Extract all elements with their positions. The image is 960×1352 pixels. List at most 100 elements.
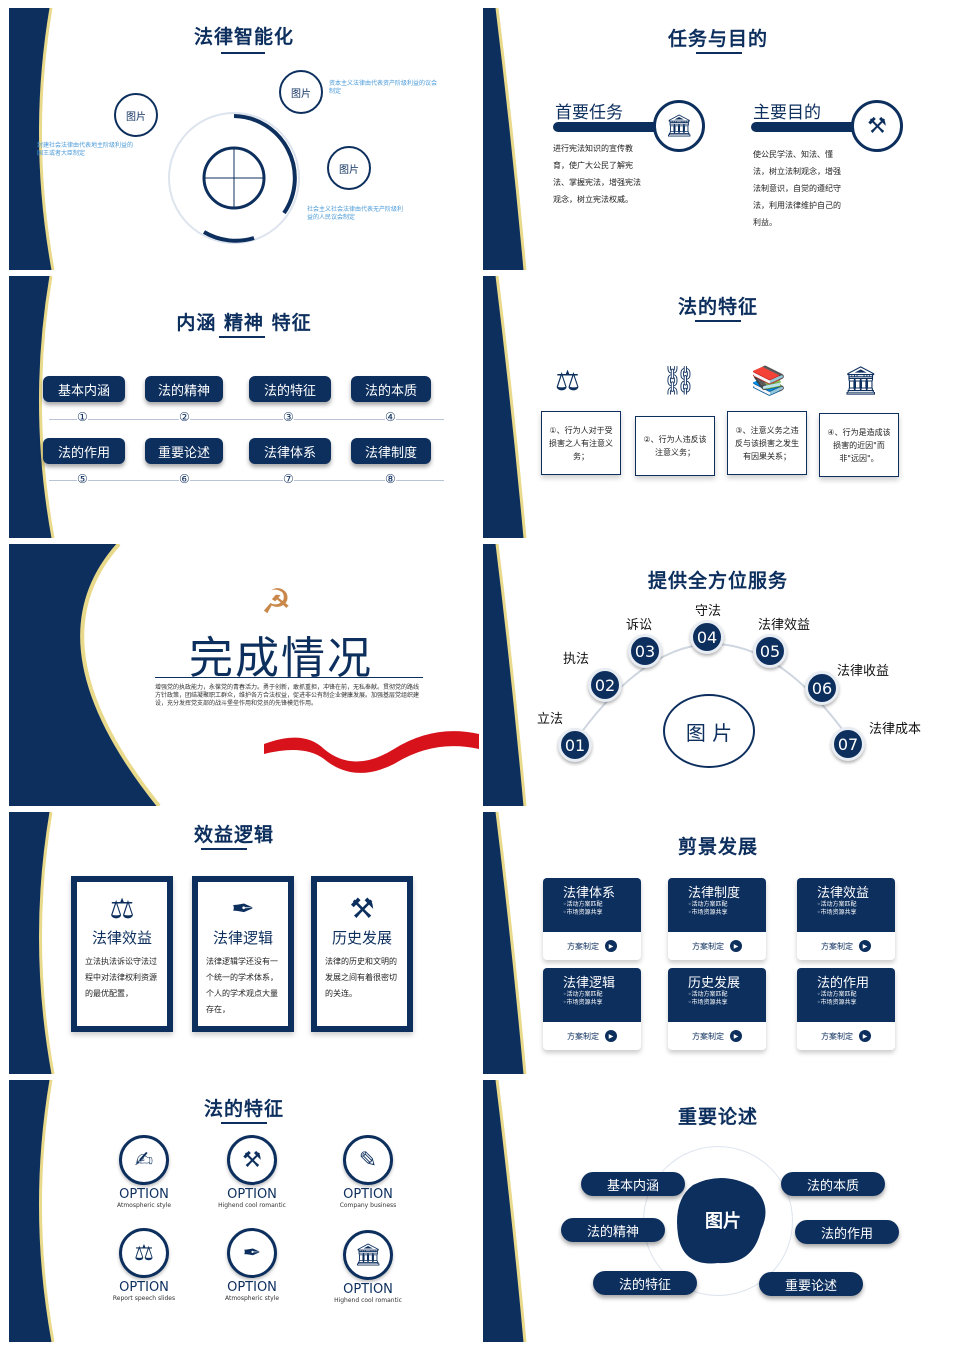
step-circle[interactable]: 04 <box>690 620 724 654</box>
card-heading: 法律效益 <box>817 886 870 901</box>
step-label: 守法 <box>695 604 722 619</box>
slide-8[interactable]: 剪景发展 法律体系 ◦活动方案匹配 ◦市场资源共享 方案制定 ▶ 法律制度 ◦活… <box>483 812 953 1074</box>
topic-pill[interactable]: 法的作用 <box>795 1220 899 1244</box>
item-pill[interactable]: 法律体系 <box>249 438 331 464</box>
plan-card: 法律效益 ◦活动方案匹配 ◦市场资源共享 方案制定 ▶ <box>797 878 895 960</box>
slide-5[interactable]: ☭ 完成情况 增强党的执政能力，永葆党的青春活力。勇于创新，敢抓重担，冲锋在前，… <box>9 544 479 806</box>
plan-button-label: 方案制定 <box>567 941 599 951</box>
item-pill[interactable]: 法的作用 <box>43 438 125 464</box>
title-underline <box>201 848 247 850</box>
step-number: ⑦ <box>283 472 294 486</box>
card-header: 法律体系 ◦活动方案匹配 ◦市场资源共享 <box>543 878 641 932</box>
card-heading: 法律效益 <box>91 929 152 947</box>
plan-button[interactable]: 方案制定 ▶ <box>543 1022 641 1050</box>
card-heading: 历史发展 <box>331 929 392 947</box>
play-icon: ▶ <box>859 940 871 952</box>
step-circle[interactable]: 07 <box>831 727 865 761</box>
option-item: ⚖ OPTION Report speech slides <box>99 1228 189 1302</box>
card-heading: 法律体系 <box>563 886 616 901</box>
step-label: 法律效益 <box>758 618 811 633</box>
topic-pill[interactable]: 法的特征 <box>593 1271 697 1295</box>
plan-button[interactable]: 方案制定 ▶ <box>797 1022 895 1050</box>
slide-2[interactable]: 任务与目的 首要任务 🏛 进行宪法知识的宣传教育，使广大公民了解宪法、掌握宪法，… <box>483 8 953 270</box>
step-circle[interactable]: 05 <box>753 634 787 668</box>
scale-icon: ⚖ <box>119 1228 169 1278</box>
option-subtitle: Atmospheric style <box>116 1202 172 1209</box>
card-line: ◦市场资源共享 <box>563 999 603 1006</box>
pen-icon: ✎ <box>343 1135 393 1185</box>
page-title: 效益逻辑 <box>193 824 274 846</box>
topic-pill[interactable]: 法的本质 <box>781 1172 885 1196</box>
option-item: 🏛 OPTION Highend cool romantic <box>323 1230 413 1304</box>
slide-4[interactable]: 法的特征 ⚖ ⛓ 📚 🏛 ①、行为人对于受损害之人有注意义务； ②、行为人违反该… <box>483 276 953 538</box>
plan-button[interactable]: 方案制定 ▶ <box>668 932 766 960</box>
plan-button[interactable]: 方案制定 ▶ <box>668 1022 766 1050</box>
step-circle[interactable]: 02 <box>588 668 622 702</box>
step-circle[interactable]: 06 <box>805 671 839 705</box>
option-item: ⚒ OPTION Highend cool romantic <box>207 1135 297 1209</box>
slide-1[interactable]: 法律智能化 图片 图片 图片 资本主义法律由代表资产阶级利益的议会制定 封建社会… <box>9 8 479 270</box>
courthouse-icon: 🏛 <box>843 364 879 397</box>
feature-card: ③、注意义务之违反与该损害之发生有因果关系； <box>727 411 807 475</box>
step-number: ⑧ <box>385 472 396 486</box>
card-line: ◦活动方案匹配 <box>688 991 728 998</box>
plan-card: 法的作用 ◦活动方案匹配 ◦市场资源共享 方案制定 ▶ <box>797 968 895 1050</box>
item-pill[interactable]: 基本内涵 <box>43 376 125 402</box>
item-pill[interactable]: 法的特征 <box>249 376 331 402</box>
card-heading: 法律逻辑 <box>212 929 273 947</box>
card-header: 法律逻辑 ◦活动方案匹配 ◦市场资源共享 <box>543 968 641 1022</box>
books-icon: 📚 <box>751 364 786 397</box>
card-line: ◦活动方案匹配 <box>563 991 603 998</box>
plan-button[interactable]: 方案制定 ▶ <box>797 932 895 960</box>
card-line: ◦市场资源共享 <box>817 909 857 916</box>
topic-pill[interactable]: 重要论述 <box>759 1272 863 1296</box>
step-circle[interactable]: 01 <box>558 728 592 762</box>
slide-3[interactable]: 内涵 精神 特征 基本内涵 法的精神 法的特征 法的本质 法的作用 重要论述 法… <box>9 276 479 538</box>
title-underline <box>695 320 741 322</box>
step-circle[interactable]: 03 <box>628 634 662 668</box>
option-subtitle: Highend cool romantic <box>218 1202 286 1209</box>
card-text: 法律的历史和文明的发展之间有着很密切的关连。 <box>325 957 397 998</box>
item-pill[interactable]: 法的本质 <box>351 376 431 402</box>
page-title: 任务与目的 <box>667 28 768 50</box>
topic-pill[interactable]: 法的精神 <box>561 1218 665 1242</box>
slide-9[interactable]: 法的特征 ✍ OPTION Atmospheric style⚒ OPTION … <box>9 1080 479 1342</box>
item-pill[interactable]: 法律制度 <box>351 438 431 464</box>
logic-card: ⚒ 历史发展 法律的历史和文明的发展之间有着很密切的关连。 <box>311 876 413 1032</box>
feature-card: ④、行为是造成该损害的近因"而非"远因"。 <box>819 413 899 477</box>
section-heading: 首要任务 <box>555 103 623 123</box>
picture-placeholder: 图片 <box>705 1211 741 1232</box>
page-title: 法律智能化 <box>193 26 294 48</box>
page-title: 法的特征 <box>203 1098 284 1120</box>
card-heading: 法律制度 <box>688 886 741 901</box>
topic-pill[interactable]: 基本内涵 <box>581 1172 685 1196</box>
title-underline <box>155 677 423 678</box>
card-heading: 法律逻辑 <box>563 976 616 991</box>
slide-6[interactable]: 提供全方位服务 图 片 01 02 03 04 05 06 07 立法 执法 诉… <box>483 544 953 806</box>
gavel-icon: ⚒ <box>851 100 903 152</box>
item-pill[interactable]: 法的精神 <box>145 376 223 402</box>
page-title: 完成情况 <box>189 633 373 684</box>
pillar-icon: 🏛 <box>343 1230 393 1280</box>
option-subtitle: Company business <box>339 1202 397 1209</box>
feature-card: ①、行为人对于受损害之人有注意义务； <box>541 411 621 475</box>
plan-card: 法律体系 ◦活动方案匹配 ◦市场资源共享 方案制定 ▶ <box>543 878 641 960</box>
note-text: 封建社会法律由代表地主阶级利益的国王或者大臣制定 <box>37 142 134 157</box>
logic-card: ⚖ 法律效益 立法执法诉讼守法过程中对法律权利资源的最优配置， <box>71 876 173 1032</box>
slide-10[interactable]: 重要论述 图片 基本内涵 法的本质 法的精神 法的作用 法的特征 重要论述 <box>483 1080 953 1342</box>
page-title: 法的特征 <box>677 296 758 318</box>
left-swoosh <box>9 812 55 1074</box>
picture-placeholder: 图片 <box>114 93 158 137</box>
step-number: ③ <box>283 410 294 424</box>
plan-button[interactable]: 方案制定 ▶ <box>543 932 641 960</box>
slide-7[interactable]: 效益逻辑 ⚖ 法律效益 立法执法诉讼守法过程中对法律权利资源的最优配置， ✒ 法… <box>9 812 479 1074</box>
item-pill[interactable]: 重要论述 <box>145 438 223 464</box>
handcuffs-icon: ⛓ <box>661 364 697 397</box>
step-label: 法律收益 <box>837 664 890 679</box>
logic-card: ✒ 法律逻辑 法律逻辑学还没有一个统一的学术体系，个人的学术观点大量存在， <box>192 876 294 1032</box>
picture-placeholder: 图 片 <box>663 694 755 768</box>
play-icon: ▶ <box>730 1030 742 1042</box>
step-number: ④ <box>385 410 396 424</box>
option-subtitle: Report speech slides <box>112 1295 176 1302</box>
option-title: OPTION <box>227 1187 277 1202</box>
